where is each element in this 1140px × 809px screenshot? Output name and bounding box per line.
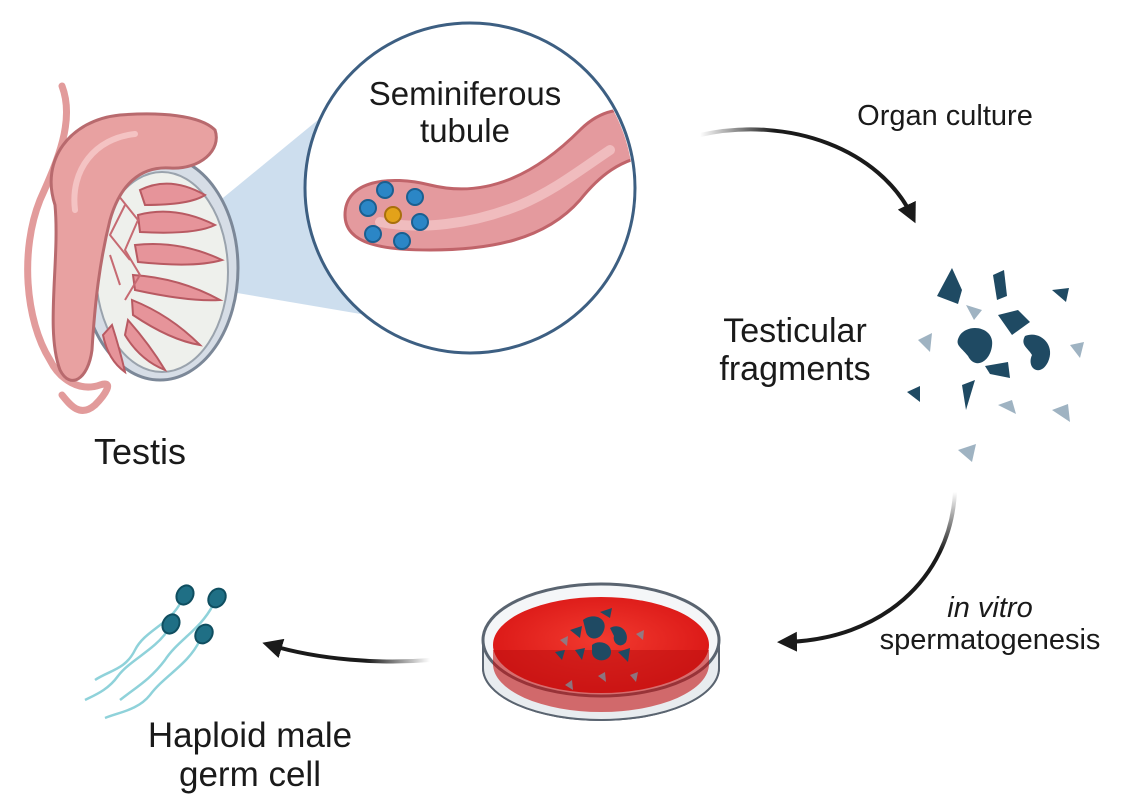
label-seminiferous-tubule: Seminiferous tubule xyxy=(330,75,600,150)
label-tubule-line1: Seminiferous xyxy=(368,75,562,112)
label-fragments-line1: Testicular xyxy=(723,312,867,350)
label-spermatogenesis: spermatogenesis xyxy=(879,624,1101,657)
petri-dish-illustration xyxy=(481,582,721,721)
arrow-in-vitro xyxy=(777,491,957,652)
label-tubule-line2: tubule xyxy=(420,111,510,149)
sperm-cells-illustration xyxy=(84,584,227,720)
label-in-vitro: in vitro xyxy=(947,592,1033,624)
label-testis: Testis xyxy=(93,431,187,472)
testis-illustration xyxy=(24,82,240,414)
seminiferous-tubule-illustration xyxy=(303,21,637,355)
label-fragments-line2: fragments xyxy=(719,350,871,389)
label-haploid-line2: germ cell xyxy=(179,755,321,795)
germ-cells xyxy=(359,181,429,250)
label-testicular-fragments: Testicular fragments xyxy=(690,312,900,388)
arrow-organ-culture xyxy=(699,127,916,224)
tissue-fragments-illustration xyxy=(907,268,1084,462)
label-organ-culture: Organ culture xyxy=(857,100,1033,132)
arrow-haploid xyxy=(262,638,431,664)
label-in-vitro-spermatogenesis: in vitro spermatogenesis xyxy=(845,592,1135,657)
label-haploid-male-germ-cell: Haploid male germ cell xyxy=(120,716,380,794)
label-haploid-line1: Haploid male xyxy=(147,716,353,755)
